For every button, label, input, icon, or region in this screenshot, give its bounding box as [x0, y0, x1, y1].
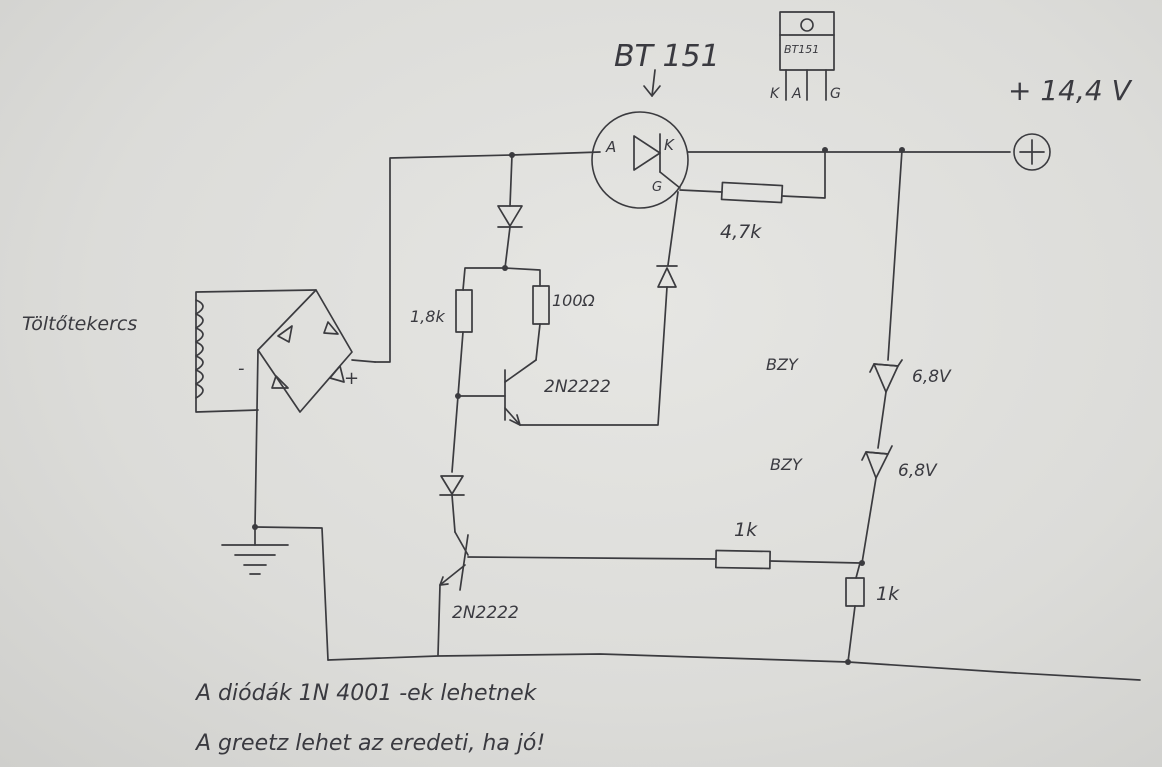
resistor-18k-label: 1,8k: [410, 307, 445, 326]
charging-coil: [195, 289, 317, 413]
arrow-icon: [643, 69, 661, 97]
resistor-100-label: 100Ω: [552, 291, 596, 310]
zener2-type: BZY: [770, 455, 803, 474]
resistor-18k: [455, 289, 473, 397]
thyristor-anode-label: A: [605, 138, 616, 156]
transistor-q1: [457, 359, 537, 426]
resistor-gate-label: 4,7k: [720, 221, 762, 243]
zener-chain: [861, 149, 903, 564]
transistor-q1-label: 2N2222: [544, 377, 611, 397]
resistor-100: [532, 285, 550, 361]
q2-diode: [439, 395, 465, 533]
thyristor-title: BT 151: [614, 39, 720, 74]
package-pin-g: G: [830, 86, 841, 102]
gate-diode: [519, 191, 679, 426]
thyristor-bt151: [591, 111, 689, 209]
resistor-1k-h-label: 1k: [734, 519, 758, 541]
bridge-minus: -: [238, 358, 245, 379]
zener1-type: BZY: [766, 355, 799, 374]
note-line-2: A greetz lehet az eredeti, ha jó!: [194, 731, 545, 756]
package-drawing: [779, 11, 835, 101]
ground-icon: [221, 526, 289, 575]
thyristor-cathode-label: K: [664, 136, 675, 154]
note-line-1: A diódák 1N 4001 -ek lehetnek: [194, 681, 538, 706]
transistor-q2: [437, 531, 469, 656]
junction-diode-out: [502, 265, 508, 271]
junction-divider: [859, 560, 865, 566]
ground-rail: [255, 526, 1141, 681]
resistor-1k-vertical: [845, 562, 865, 663]
resistor-1k-horizontal: [467, 549, 861, 570]
coil-label: Töltőtekercs: [22, 313, 137, 335]
zener2-voltage: 6,8V: [898, 461, 938, 481]
bridge-plus: +: [344, 368, 359, 389]
supply-terminal: [1013, 133, 1051, 171]
resistor-1k-v-label: 1k: [876, 583, 900, 605]
bridge-rectifier: [254, 289, 376, 528]
package-label: BT151: [784, 43, 819, 56]
thyristor-gate-label: G: [652, 180, 662, 195]
resistor-gate: [679, 149, 826, 204]
package-pin-k: K: [770, 86, 781, 102]
series-diode: [462, 154, 541, 291]
top-wire: [374, 151, 1011, 363]
package-pin-a: A: [791, 86, 802, 102]
transistor-q2-label: 2N2222: [452, 603, 519, 623]
zener1-voltage: 6,8V: [912, 367, 952, 387]
supply-label: + 14,4 V: [1008, 74, 1133, 107]
